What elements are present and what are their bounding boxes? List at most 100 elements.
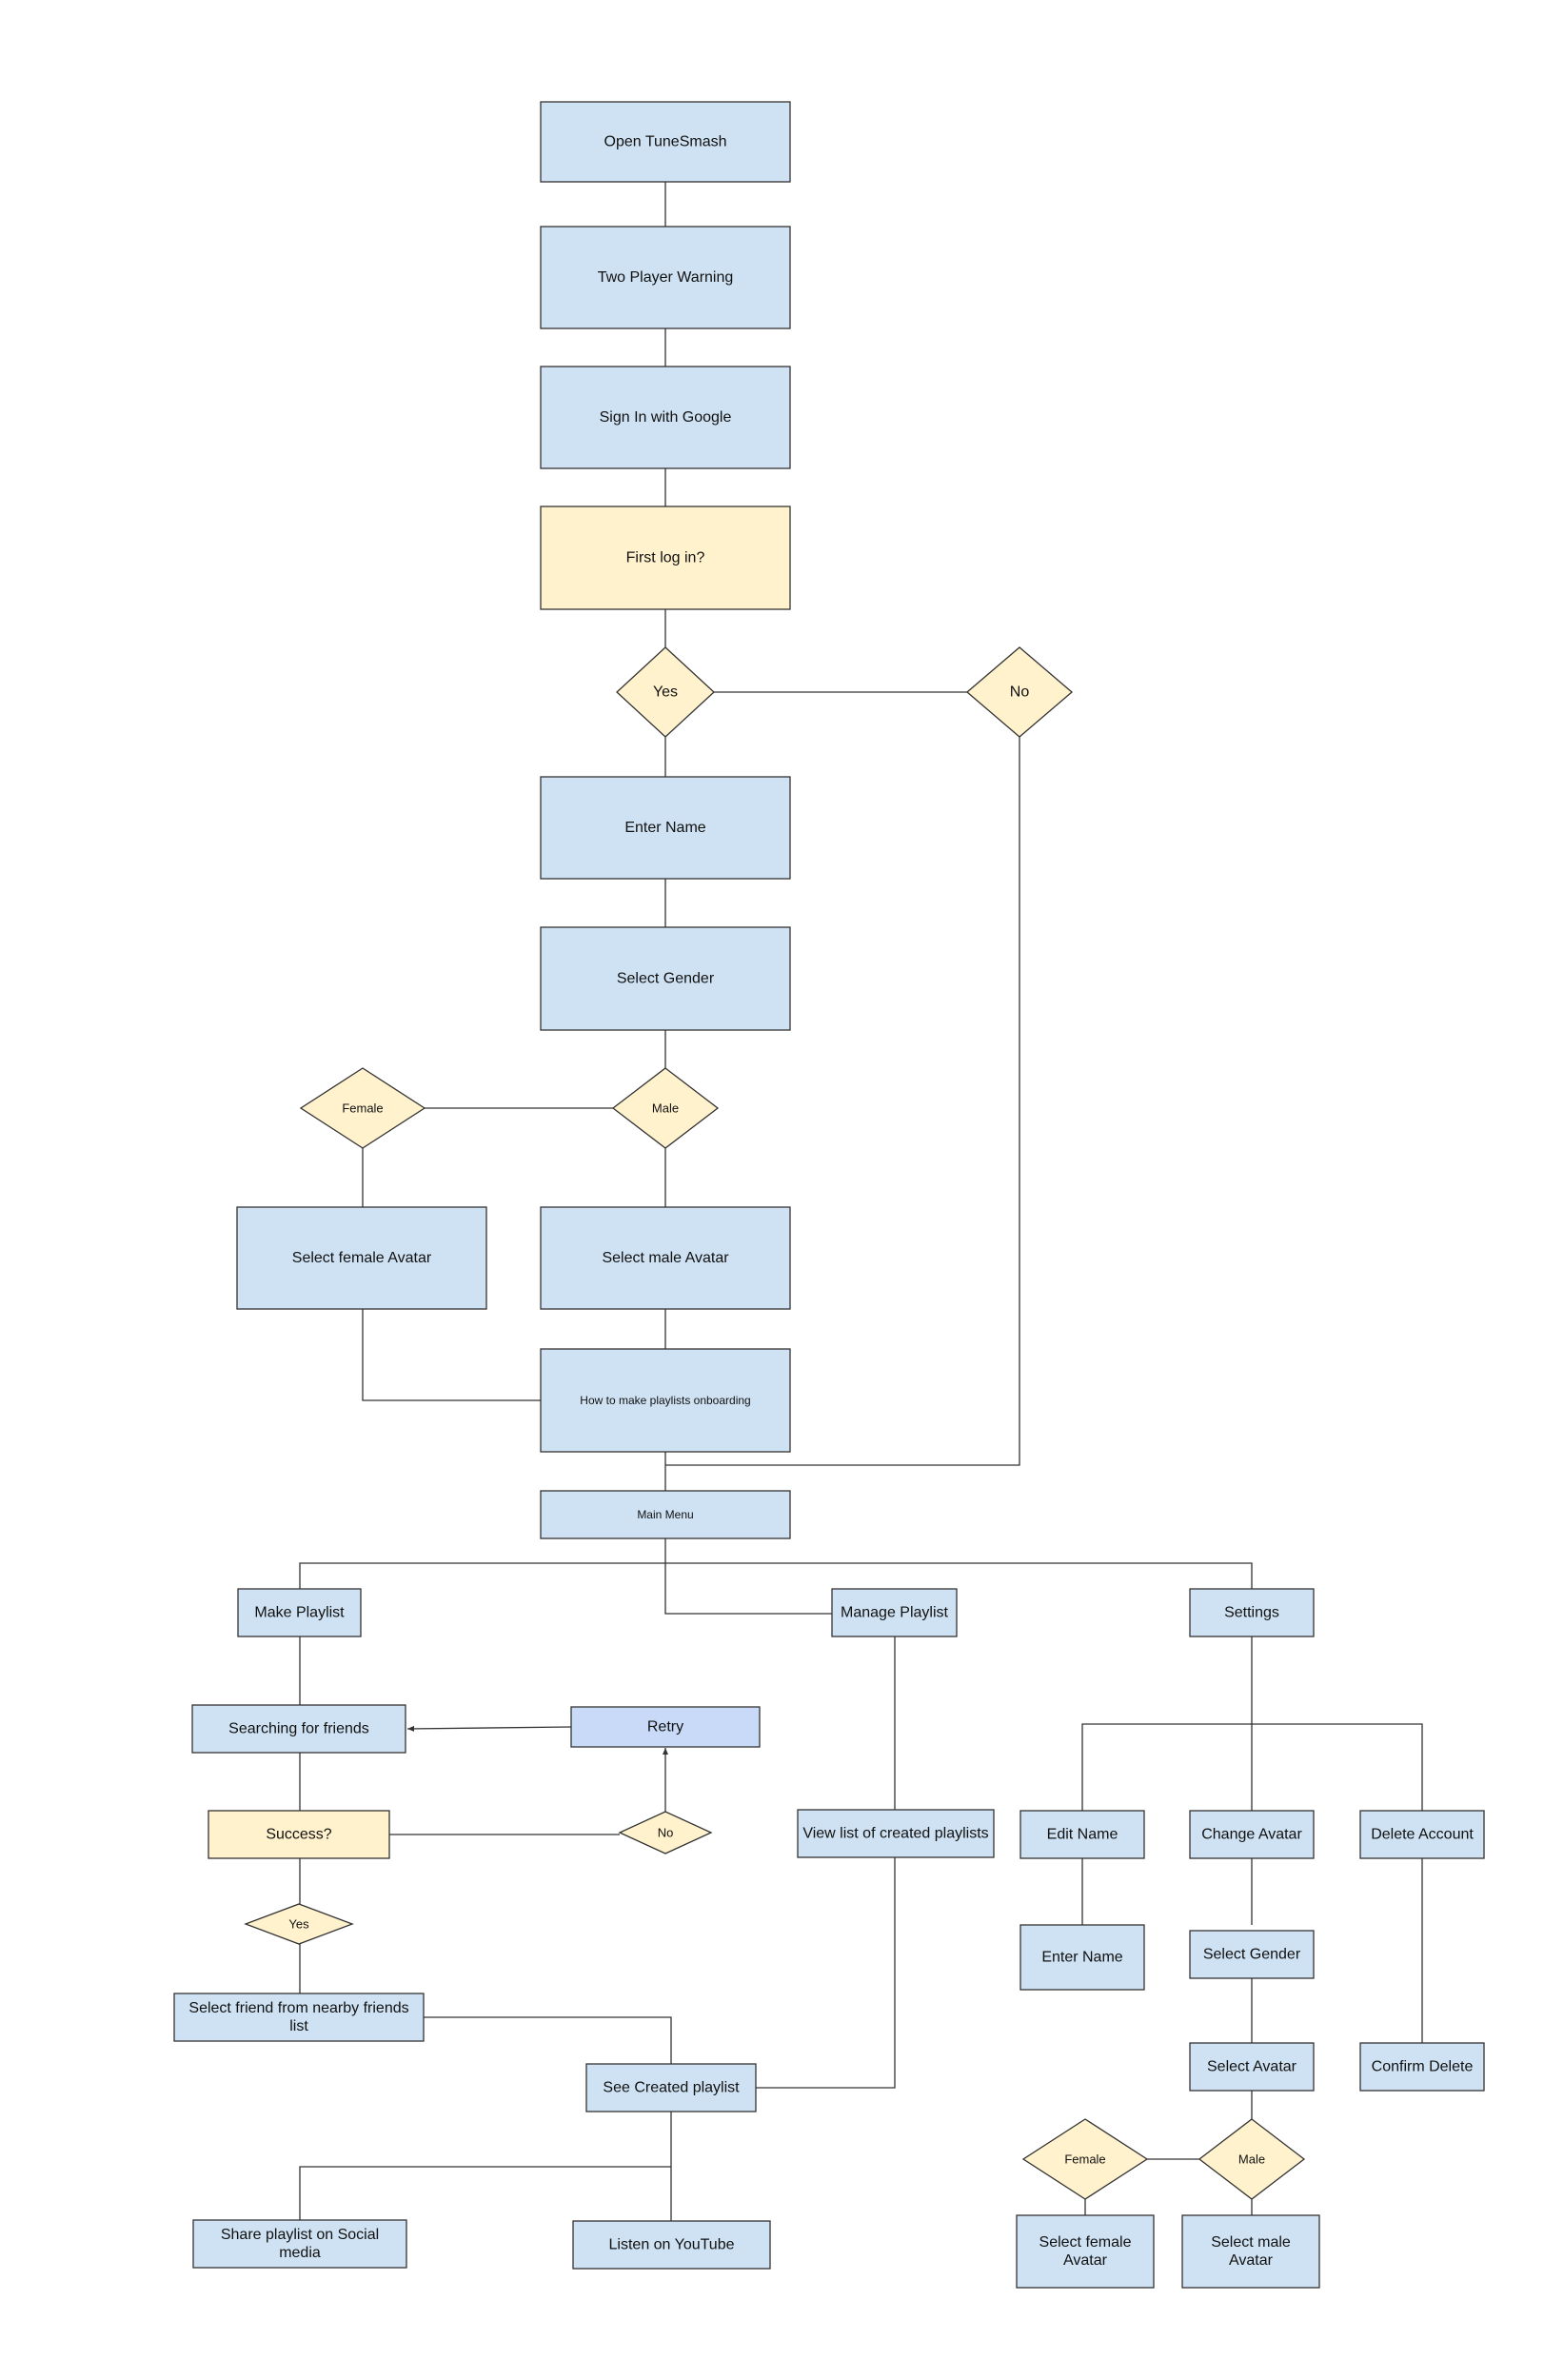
- process-box: [572, 2220, 771, 2270]
- connector-lines: [299, 182, 1423, 2221]
- process-box: [1359, 2042, 1485, 2092]
- node-confirmdelete: Confirm Delete: [1359, 2042, 1485, 2092]
- node-entername1: Enter Name: [540, 776, 791, 880]
- node-editname: Edit Name: [1019, 1810, 1145, 1859]
- node-searching: Searching for friends: [191, 1704, 406, 1754]
- node-selectgender1: Select Gender: [540, 926, 791, 1031]
- process-box: [1189, 2042, 1315, 2092]
- node-label: Sign In with Google: [600, 409, 732, 426]
- decision-diamond: [1198, 2118, 1306, 2200]
- node-selectgender2: Select Gender: [1189, 1930, 1315, 1979]
- node-label: View list of created playlists: [802, 1826, 988, 1842]
- process-box: [237, 1588, 362, 1637]
- node-label: Yes: [653, 684, 678, 701]
- node-male1: Male: [611, 1067, 720, 1149]
- node-label: Two Player Warning: [598, 269, 734, 286]
- process-box: [585, 2063, 757, 2112]
- process-box: [1019, 1924, 1145, 1991]
- node-label: Delete Account: [1371, 1827, 1474, 1843]
- process-box: [191, 1704, 406, 1754]
- connector-line: [756, 1857, 896, 2089]
- node-makeplaylist: Make Playlist: [237, 1588, 362, 1637]
- connector-line: [1081, 1723, 1423, 1811]
- node-deleteaccount: Delete Account: [1359, 1810, 1485, 1859]
- node-no1: No: [965, 646, 1074, 738]
- node-mainmenu: Main Menu: [540, 1490, 791, 1539]
- connector-line: [299, 2166, 671, 2220]
- node-label: Listen on YouTube: [609, 2237, 735, 2253]
- node-viewlist: View list of created playlists: [797, 1809, 995, 1858]
- process-box: [208, 1810, 390, 1859]
- process-box: [540, 1490, 791, 1539]
- node-label: Select female Avatar: [292, 1250, 432, 1266]
- node-success: Success?: [208, 1810, 390, 1859]
- node-label: list: [289, 2018, 308, 2034]
- decision-diamond: [616, 646, 715, 738]
- node-label: Share playlist on Social: [221, 2227, 379, 2243]
- node-yes1: Yes: [616, 646, 715, 738]
- node-retry: Retry: [570, 1706, 761, 1748]
- node-femaleavatar1: Select female Avatar: [236, 1206, 487, 1310]
- node-label: Select Avatar: [1207, 2059, 1297, 2075]
- node-label: Change Avatar: [1201, 1827, 1302, 1843]
- node-open: Open TuneSmash: [540, 101, 791, 183]
- node-label: Settings: [1224, 1605, 1279, 1621]
- node-changeavatar: Change Avatar: [1189, 1810, 1315, 1859]
- node-label: Make Playlist: [254, 1605, 345, 1621]
- node-female2: Female: [1021, 2118, 1149, 2200]
- node-label: Manage Playlist: [841, 1605, 949, 1621]
- node-label: Male: [652, 1101, 679, 1116]
- node-label: Female: [1064, 2152, 1105, 2167]
- node-label: Open TuneSmash: [604, 134, 727, 150]
- process-box: [1181, 2214, 1320, 2289]
- decision-diamond: [611, 1067, 720, 1149]
- node-signin: Sign In with Google: [540, 366, 791, 469]
- node-label: Male: [1238, 2152, 1265, 2167]
- node-label: No: [1010, 684, 1030, 701]
- node-selectavatar: Select Avatar: [1189, 2042, 1315, 2092]
- process-box: [831, 1588, 958, 1637]
- node-label: Select male Avatar: [602, 1250, 729, 1266]
- process-box: [173, 1993, 425, 2042]
- process-box: [1189, 1930, 1315, 1979]
- process-box: [540, 506, 791, 610]
- node-label: See Created playlist: [603, 2080, 740, 2096]
- decision-diamond: [965, 646, 1074, 738]
- process-box: [540, 926, 791, 1031]
- node-label: No: [658, 1826, 674, 1840]
- node-listen: Listen on YouTube: [572, 2220, 771, 2270]
- node-manageplaylist: Manage Playlist: [831, 1588, 958, 1637]
- node-onboarding: How to make playlists onboarding: [540, 1348, 791, 1453]
- node-label: Avatar: [1063, 2252, 1108, 2269]
- node-label: Select Gender: [617, 971, 715, 987]
- node-seecreated: See Created playlist: [585, 2063, 757, 2112]
- node-label: First log in?: [626, 550, 705, 566]
- process-box: [1189, 1588, 1315, 1637]
- process-box: [540, 1348, 791, 1453]
- decision-diamond: [618, 1811, 713, 1854]
- process-box: [1019, 1810, 1145, 1859]
- node-label: Enter Name: [1041, 1950, 1122, 1966]
- connector-line: [299, 1562, 1253, 1589]
- node-label: Select male: [1211, 2234, 1291, 2251]
- connector-arrow: [406, 1725, 572, 1732]
- decision-diamond: [1021, 2118, 1149, 2200]
- node-label: Retry: [647, 1719, 683, 1735]
- node-label: Confirm Delete: [1372, 2059, 1474, 2075]
- node-label: Success?: [266, 1827, 331, 1843]
- node-label: Avatar: [1229, 2252, 1274, 2269]
- process-box: [236, 1206, 487, 1310]
- process-box: [797, 1809, 995, 1858]
- process-box: [540, 226, 791, 329]
- node-female1: Female: [299, 1067, 426, 1149]
- node-settings: Settings: [1189, 1588, 1315, 1637]
- node-label: Edit Name: [1047, 1827, 1118, 1843]
- node-no2: No: [618, 1811, 713, 1854]
- node-label: Female: [342, 1101, 383, 1116]
- node-warning: Two Player Warning: [540, 226, 791, 329]
